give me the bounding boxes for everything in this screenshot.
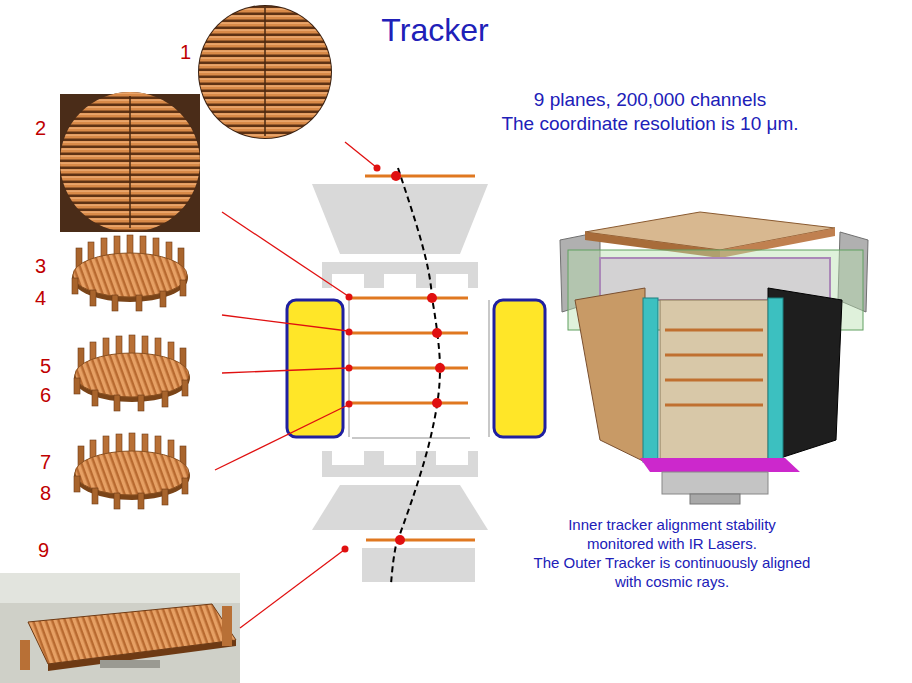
plane-photo [0, 573, 240, 683]
leader-lines [215, 142, 376, 628]
plane-model [74, 335, 190, 411]
note-text: Inner tracker alignment stability monito… [545, 516, 800, 554]
callout-number: 3 [35, 254, 46, 279]
plane-photo [58, 90, 202, 234]
detector-schematic [287, 168, 545, 584]
callout-number: 9 [38, 538, 49, 563]
callout-number: 2 [35, 116, 46, 141]
callout-number: 1 [180, 40, 191, 65]
callout-number: 5 [40, 354, 51, 379]
spec-text: The coordinate resolution is 10 μm. [440, 112, 860, 136]
plane-model [72, 235, 188, 311]
spec-text: 9 planes, 200,000 channels [440, 88, 860, 112]
note-text: The Outer Tracker is continuously aligne… [520, 554, 825, 592]
callout-number: 4 [35, 286, 46, 311]
leader-dots [342, 165, 381, 553]
title: Tracker [285, 10, 585, 50]
callout-number: 6 [40, 383, 51, 408]
plane-model [74, 433, 190, 509]
detector-render [560, 212, 868, 504]
plane-photo [195, 4, 335, 144]
callout-number: 7 [40, 450, 51, 475]
callout-number: 8 [40, 481, 51, 506]
